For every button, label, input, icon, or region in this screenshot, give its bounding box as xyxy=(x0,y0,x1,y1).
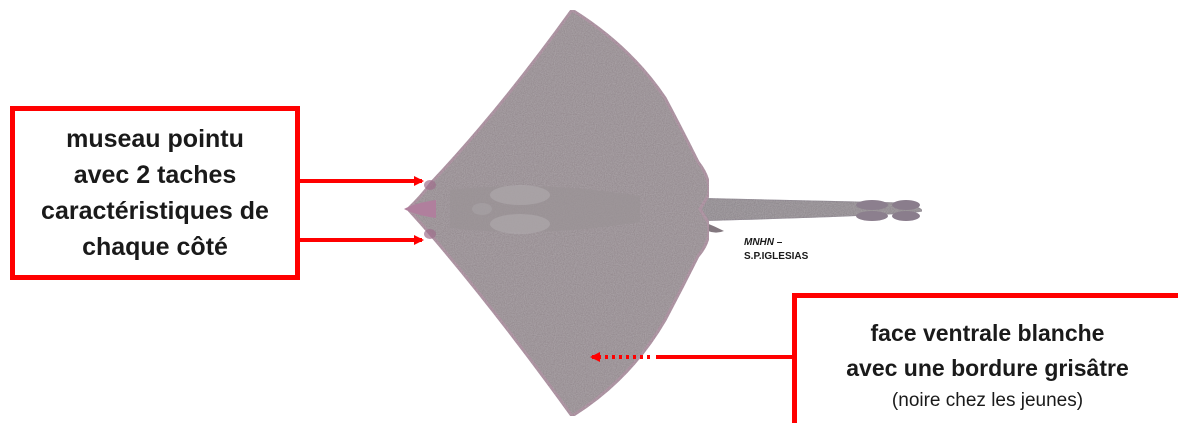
snout-annotation-text: museau pointu avec 2 taches caractéristi… xyxy=(41,121,269,265)
snout-annotation-box: museau pointu avec 2 taches caractéristi… xyxy=(10,106,300,280)
snout-annotation-line-4: chaque côté xyxy=(82,233,228,261)
credit-author: S.P.IGLESIAS xyxy=(744,250,808,264)
underside-annotation-line-1: face ventrale blanche xyxy=(797,320,1178,347)
credit-separator: – xyxy=(774,237,782,248)
snout-annotation-line-2: avec 2 taches xyxy=(74,161,237,189)
ray-snout xyxy=(404,180,436,239)
underside-annotation-line-2: avec une bordure grisâtre xyxy=(797,355,1178,382)
snout-annotation-line-3: caractéristiques de xyxy=(41,197,269,225)
snout-annotation-line-1: museau pointu xyxy=(66,125,244,153)
credit-org: MNHN xyxy=(744,237,774,248)
underside-annotation-box: face ventrale blanche avec une bordure g… xyxy=(792,293,1178,423)
photo-credit: MNHN – S.P.IGLESIAS xyxy=(744,236,808,264)
underside-annotation-line-3: (noire chez les jeunes) xyxy=(797,390,1178,412)
